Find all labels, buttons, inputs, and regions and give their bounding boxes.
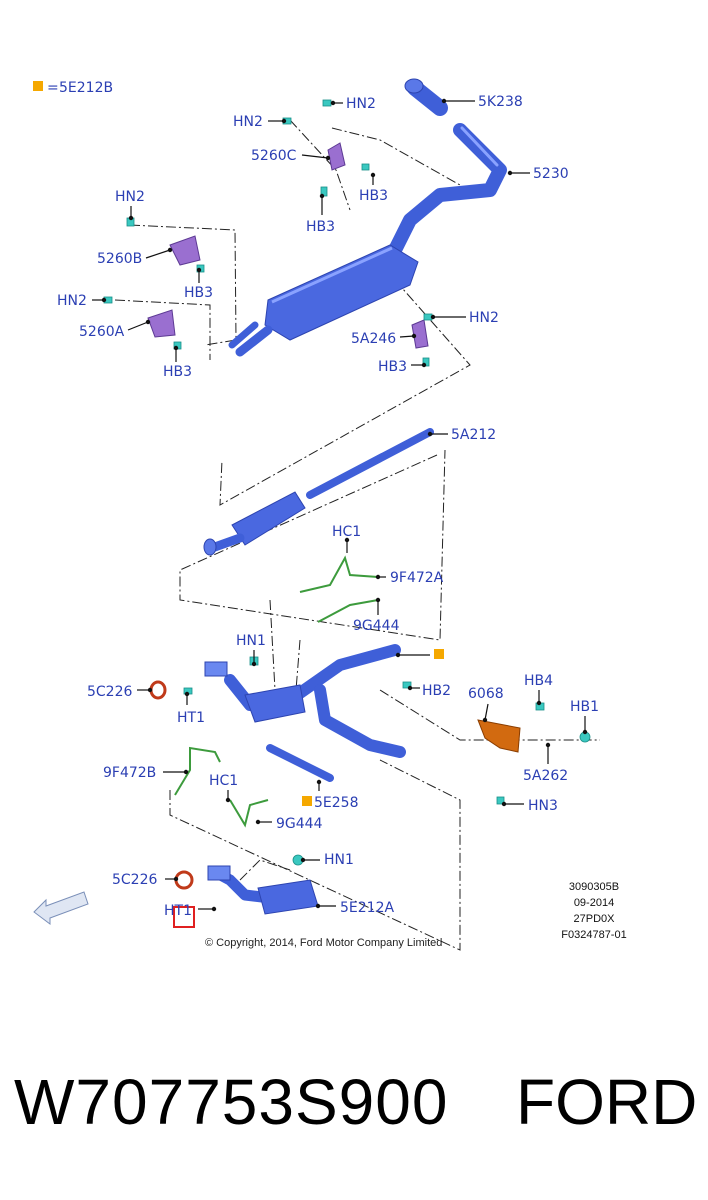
label-hb2: HB2 [422,683,451,699]
label-9f472a: 9F472A [390,570,444,586]
direction-arrow-icon [33,891,89,925]
caption-brand: FORD [516,1066,698,1138]
label-5e258: 5E258 [314,795,358,811]
sensor-9g444-bot [229,799,269,828]
tailpipe-tip [404,78,424,94]
label-9g444-top: 9G444 [353,618,400,634]
heat-shield [477,719,521,753]
hangers [147,142,429,349]
label-9f472b: 9F472B [103,765,156,781]
label-5260b: 5260B [97,251,142,267]
marker-5e258 [302,796,312,806]
hanger-5260a [147,309,176,338]
exhaust-system-diagram: = 5E212B [33,78,627,951]
label-hc1-top: HC1 [332,524,361,540]
label-hb1: HB1 [570,699,599,715]
sensor-9f472b [174,746,221,796]
label-5a262: 5A262 [523,768,568,784]
copyright: © Copyright, 2014, Ford Motor Company Li… [205,937,442,949]
label-5230: 5230 [533,166,569,182]
label-hb3-c2: HB3 [306,219,335,235]
sensor-9g444-top [317,599,379,623]
label-6068: 6068 [468,686,504,702]
leaders [92,98,588,912]
label-hb3-r: HB3 [378,359,407,375]
label-hb3-b: HB3 [184,285,213,301]
label-5260a: 5260A [79,324,125,340]
legend: = 5E212B [33,80,113,96]
label-5a212: 5A212 [451,427,496,443]
label-hn1-bot: HN1 [324,852,354,868]
label-5a246: 5A246 [351,331,396,347]
label-5e212a: 5E212A [340,900,394,916]
label-hn2-b: HN2 [115,189,145,205]
label-hn2-a: HN2 [57,293,87,309]
legend-marker [33,81,43,91]
part-labels: 5K238 5230 HN2 HN2 5260C HB3 HB3 HN2 526… [57,94,599,919]
label-hc1-bot: HC1 [209,773,238,789]
marker-5e212b [434,649,444,659]
label-ht1-bot: HT1 [164,903,192,919]
front-catalytic-converter [207,865,319,915]
label-hn1-top: HN1 [236,633,266,649]
gasket-5c226-bot [174,870,194,890]
label-5c226-bot: 5C226 [112,872,157,888]
label-hn2-r: HN2 [469,310,499,326]
hanger-5260b [169,235,201,266]
front-y-pipe [204,644,406,758]
highlight-box [173,906,195,928]
hanger-5260c [327,142,346,171]
metadata-block: 3090305B 09-2014 27PD0X F0324787-01 [561,881,626,941]
meta-line-2: 09-2014 [574,897,614,909]
label-hn3: HN3 [528,798,558,814]
label-hn2-top-a: HN2 [346,96,376,112]
label-5260c: 5260C [251,148,297,164]
legend-equals: = [47,80,59,96]
label-9g444-bot: 9G444 [276,816,323,832]
label-hn2-top-b: HN2 [233,114,263,130]
tailpipe [388,78,507,257]
meta-line-3: 27PD0X [574,913,616,925]
hanger-5a246 [411,319,429,349]
intermediate-pipe [203,428,434,556]
sensors [174,555,379,828]
label-5c226-top: 5C226 [87,684,132,700]
label-hb3-c1: HB3 [359,188,388,204]
label-5k238: 5K238 [478,94,523,110]
rear-muffler [228,244,419,357]
label-ht1-top: HT1 [177,710,205,726]
label-hb3-a: HB3 [163,364,192,380]
fasteners [103,99,591,866]
gasket-5c226-top [149,680,167,700]
meta-line-1: 3090305B [569,881,619,893]
flex-section [266,744,334,782]
caption-part-number: W707753S900 [14,1066,449,1138]
meta-line-4: F0324787-01 [561,929,626,941]
sensor-9f472a [299,555,379,593]
label-hb4: HB4 [524,673,553,689]
legend-part: 5E212B [59,80,113,96]
